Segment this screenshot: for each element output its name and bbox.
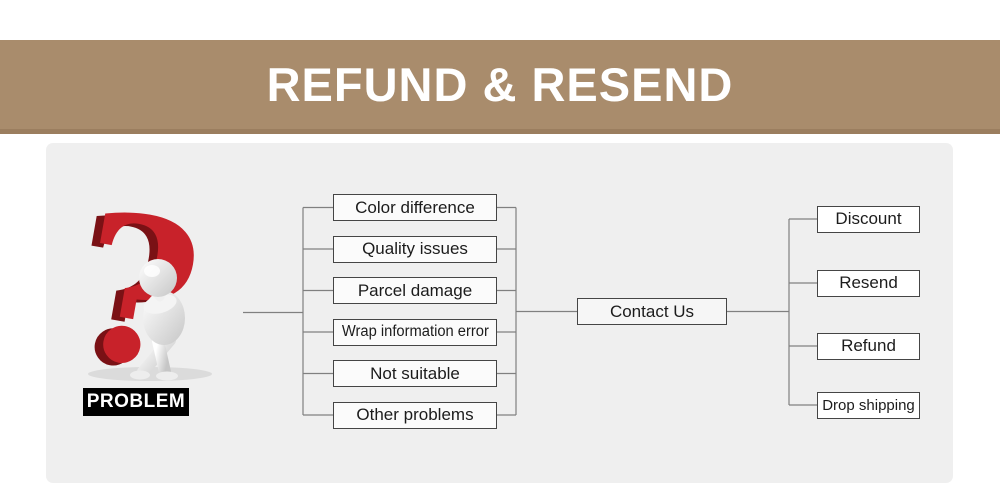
page-title: REFUND & RESEND bbox=[266, 58, 734, 111]
flowchart-panel: ? ? PROBLEM Color difference Quality iss… bbox=[46, 143, 953, 483]
question-mark-icon: ? ? bbox=[51, 198, 216, 383]
problem-box-other-problems: Other problems bbox=[333, 401, 497, 429]
problem-box-wrap-information-error: Wrap information error bbox=[333, 318, 497, 346]
problem-box-label: Wrap information error bbox=[341, 323, 489, 340]
outcome-box-resend: Resend bbox=[817, 269, 920, 297]
problem-box-quality-issues: Quality issues bbox=[333, 235, 497, 263]
ground-shadow bbox=[88, 367, 212, 381]
thinking-person-icon bbox=[130, 259, 185, 381]
header-banner: REFUND & RESEND bbox=[0, 40, 1000, 134]
outcome-box-discount: Discount bbox=[817, 205, 920, 233]
connector-lines bbox=[243, 206, 817, 416]
outcome-box-drop-shipping: Drop shipping bbox=[817, 391, 920, 419]
problem-box-color-difference: Color difference bbox=[333, 194, 497, 221]
outcome-box-refund: Refund bbox=[817, 332, 920, 360]
problem-figure: ? ? bbox=[51, 198, 216, 383]
problem-box-parcel-damage: Parcel damage bbox=[333, 277, 497, 304]
problem-label: PROBLEM bbox=[83, 388, 189, 416]
problem-box-not-suitable: Not suitable bbox=[333, 360, 497, 387]
contact-us-box: Contact Us bbox=[577, 298, 727, 325]
